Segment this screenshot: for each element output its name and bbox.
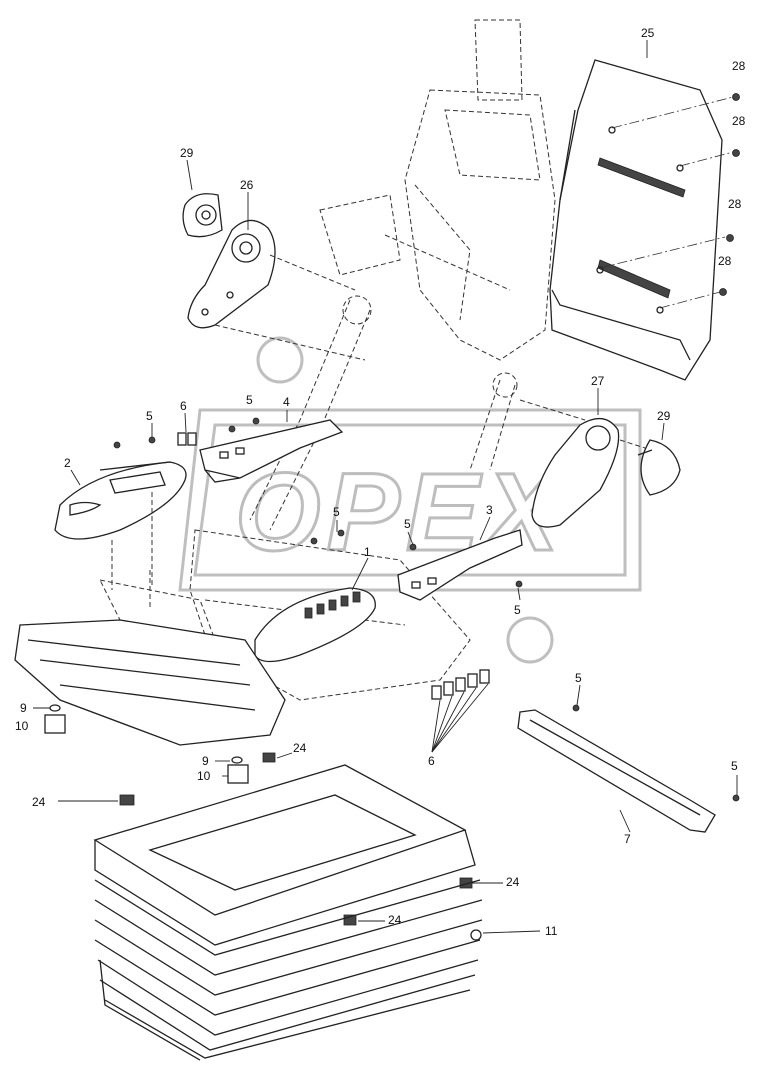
callout-2: 2 (64, 456, 71, 470)
callout-24d: 24 (388, 913, 402, 927)
callout-29a: 29 (180, 146, 194, 160)
side-cover-27 (531, 418, 620, 528)
suspension-base (93, 764, 483, 1061)
parts-9-10-center (227, 756, 249, 784)
watermark-logo: OPEX (178, 336, 642, 664)
backrest-frame (249, 19, 556, 531)
screws-28 (599, 93, 740, 309)
screws-5 (113, 417, 740, 802)
backrest-cushion (549, 59, 723, 381)
callout-27: 27 (591, 374, 605, 388)
callout-5e: 5 (514, 603, 521, 617)
callout-6b: 6 (428, 754, 435, 768)
armrest-1 (254, 587, 376, 663)
callout-25: 25 (641, 26, 655, 40)
callout-24c: 24 (506, 875, 520, 889)
callout-29b: 29 (657, 409, 671, 423)
leader-lines (33, 40, 738, 934)
watermark-text: OPEX (235, 451, 565, 574)
callout-10a: 10 (15, 719, 29, 733)
clips-6-top (177, 432, 197, 446)
seat-cushion (14, 619, 286, 746)
callout-24a: 24 (293, 741, 307, 755)
callout-28c: 28 (728, 197, 742, 211)
callout-5d: 5 (404, 517, 411, 531)
callout-3: 3 (486, 503, 493, 517)
bracket-4 (199, 419, 344, 483)
callout-5c: 5 (333, 505, 340, 519)
callout-5a: 5 (246, 393, 253, 407)
armrest-2 (54, 461, 187, 540)
callout-labels: 25 28 28 28 28 29 26 27 29 5 4 6 5 2 3 5… (15, 26, 746, 938)
callout-28d: 28 (718, 254, 732, 268)
callout-10b: 10 (197, 769, 211, 783)
callout-1: 1 (364, 545, 371, 559)
callout-26: 26 (240, 178, 254, 192)
parts-9-10-left (44, 704, 66, 734)
rail-7 (517, 709, 716, 833)
clips-24 (119, 752, 473, 926)
callout-9b: 9 (202, 754, 209, 768)
callout-5b: 5 (146, 409, 153, 423)
callout-28b: 28 (732, 114, 746, 128)
callout-6a: 6 (180, 399, 187, 413)
adjust-knob-left (182, 193, 223, 238)
clips-6-bottom (431, 669, 490, 700)
callout-7: 7 (624, 832, 631, 846)
adjust-knob-right (637, 439, 681, 496)
callout-28a: 28 (732, 59, 746, 73)
callout-4: 4 (283, 395, 290, 409)
callout-11: 11 (545, 924, 558, 938)
callout-9a: 9 (20, 701, 27, 715)
callout-5f: 5 (575, 671, 582, 685)
callout-5g: 5 (731, 759, 738, 773)
callout-24b: 24 (32, 795, 46, 809)
bracket-3 (397, 529, 523, 601)
